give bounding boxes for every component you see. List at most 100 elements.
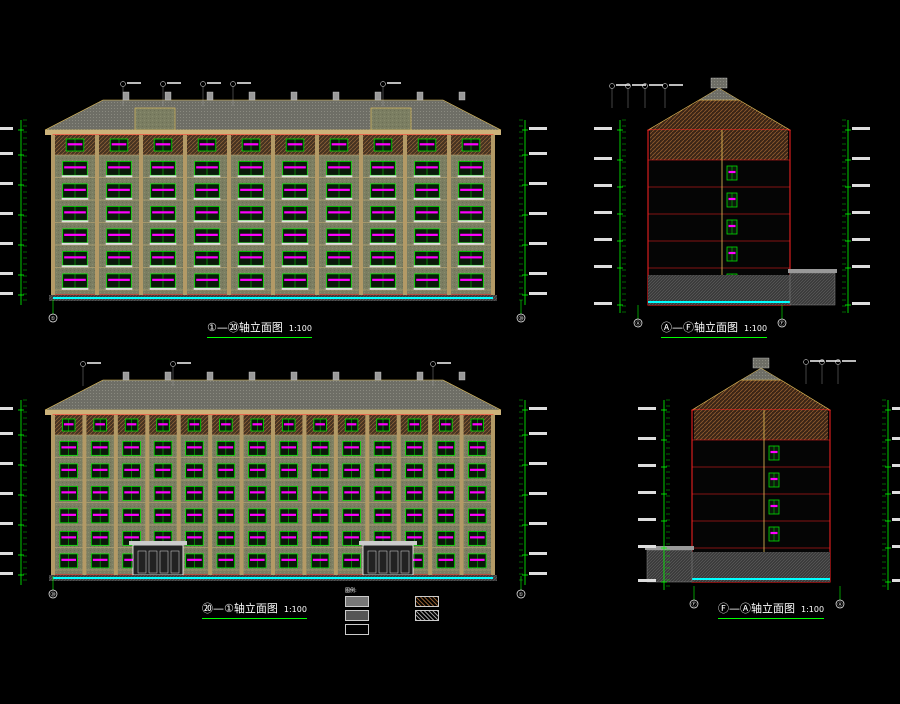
legend-swatch-1: [345, 596, 369, 607]
front-right-level-6: [529, 292, 547, 295]
side-a-left-level-1: [594, 157, 612, 160]
rear-right-level-4: [529, 522, 547, 525]
rear-left-level-5: [0, 552, 13, 555]
front-tag-1: [160, 81, 166, 87]
side-f-left-level-3: [638, 491, 656, 494]
side-a-top-band: [650, 130, 788, 160]
rear-chimney-4: [290, 371, 298, 381]
side-a-right-level-2: [852, 184, 870, 187]
front-left-level-1: [0, 152, 13, 155]
side-a-left-level-6: [594, 302, 612, 305]
side-a-grid-start-label: Ⓐ: [635, 320, 640, 327]
legend-swatch-3: [345, 610, 369, 621]
front-chimney-6: [374, 91, 382, 101]
side-f-water-line: [692, 578, 830, 580]
front-chimney-4: [290, 91, 298, 101]
rear-chimney-2: [206, 371, 214, 381]
front-pilaster-6: [315, 135, 319, 295]
rear-right-level-3: [529, 492, 547, 495]
side-a-grid-start: [633, 318, 643, 328]
rear-left-level-2: [0, 462, 13, 465]
rear-pilaster-14: [491, 415, 495, 575]
side-a-water-line: [648, 301, 790, 303]
front-roof: [44, 99, 502, 131]
legend-title: 图例:: [345, 588, 357, 594]
front-pilaster-3: [183, 135, 187, 295]
front-grid-end-label: ⑳: [518, 315, 523, 322]
side-f-left-level-0: [638, 407, 656, 410]
rear-pilaster-1: [82, 415, 87, 575]
material-legend: 图例:: [345, 588, 495, 636]
rear-left-level-3: [0, 492, 13, 495]
caption-side-a-scale: 1:100: [744, 324, 768, 333]
rear-chimney-5: [332, 371, 340, 381]
side-a-tag-1: [625, 83, 631, 89]
side-a-right-level-3: [852, 211, 870, 214]
front-tag-2: [200, 81, 206, 87]
rear-tag-1: [170, 361, 176, 367]
side-a-right-level-4: [852, 238, 870, 241]
front-pilaster-9: [447, 135, 451, 295]
caption-side-a-title: Ⓐ—Ⓕ轴立面图: [661, 321, 738, 334]
side-f-base: [692, 552, 830, 582]
front-eave: [45, 130, 501, 135]
rear-pilaster-5: [208, 415, 213, 575]
side-f-grid-end-label: Ⓐ: [837, 601, 842, 608]
rear-right-level-6: [529, 572, 547, 575]
side-f-right-level-2: [892, 464, 900, 467]
rear-chimney-1: [164, 371, 172, 381]
front-pilaster-10: [491, 135, 495, 295]
front-grid-start: [48, 313, 58, 323]
side-a-left-level-0: [594, 127, 612, 130]
rear-left-level-1: [0, 432, 13, 435]
rear-pilaster-6: [239, 415, 244, 575]
side-f-tag-2: [835, 359, 841, 365]
side-a-base: [648, 275, 790, 305]
rear-left-level-6: [0, 572, 13, 575]
side-f-grid-start: [689, 599, 699, 609]
front-pilaster-1: [95, 135, 99, 295]
front-chimney-0: [122, 91, 130, 101]
side-f-grid-end: [835, 599, 845, 609]
side-f-ridge: [740, 367, 782, 381]
side-f-gable: [690, 379, 832, 411]
rear-pilaster-3: [145, 415, 150, 575]
front-dormer-1: [134, 107, 176, 131]
rear-pilaster-7: [271, 415, 275, 575]
side-f-left-level-2: [638, 464, 656, 467]
front-pilaster-8: [403, 135, 407, 295]
side-f-right-level-3: [892, 491, 900, 494]
rear-pilaster-9: [333, 415, 338, 575]
front-right-level-5: [529, 272, 547, 275]
front-dormer-2: [370, 107, 412, 131]
side-a-right-level-6: [852, 302, 870, 305]
legend-swatch-5: [345, 624, 369, 635]
rear-tag-0: [80, 361, 86, 367]
rear-chimney-3: [248, 371, 256, 381]
front-chimney-3: [248, 91, 256, 101]
caption-rear-scale: 1:100: [283, 605, 307, 614]
side-a-right-level-5: [852, 265, 870, 268]
side-a-grid-end: [777, 318, 787, 328]
side-f-right-level-1: [892, 437, 900, 440]
rear-roof: [44, 379, 502, 411]
rear-pilaster-0: [51, 415, 55, 575]
side-f-grid-start-label: Ⓕ: [691, 601, 696, 608]
rear-pilaster-2: [113, 415, 118, 575]
rear-right-level-1: [529, 432, 547, 435]
rear-pilaster-4: [176, 415, 181, 575]
side-f-chimney: [752, 357, 770, 369]
rear-tag-2: [430, 361, 436, 367]
side-a-tag-2: [642, 83, 648, 89]
side-f-top-band: [694, 410, 828, 440]
rear-chimney-7: [416, 371, 424, 381]
side-f-right-level-5: [892, 545, 900, 548]
side-a-ridge: [698, 87, 740, 101]
caption-front-scale: 1:100: [288, 324, 312, 333]
side-f-left-level-4: [638, 518, 656, 521]
side-f-left-level-6: [638, 579, 656, 582]
side-a-left-level-2: [594, 184, 612, 187]
front-pilaster-5: [271, 135, 275, 295]
